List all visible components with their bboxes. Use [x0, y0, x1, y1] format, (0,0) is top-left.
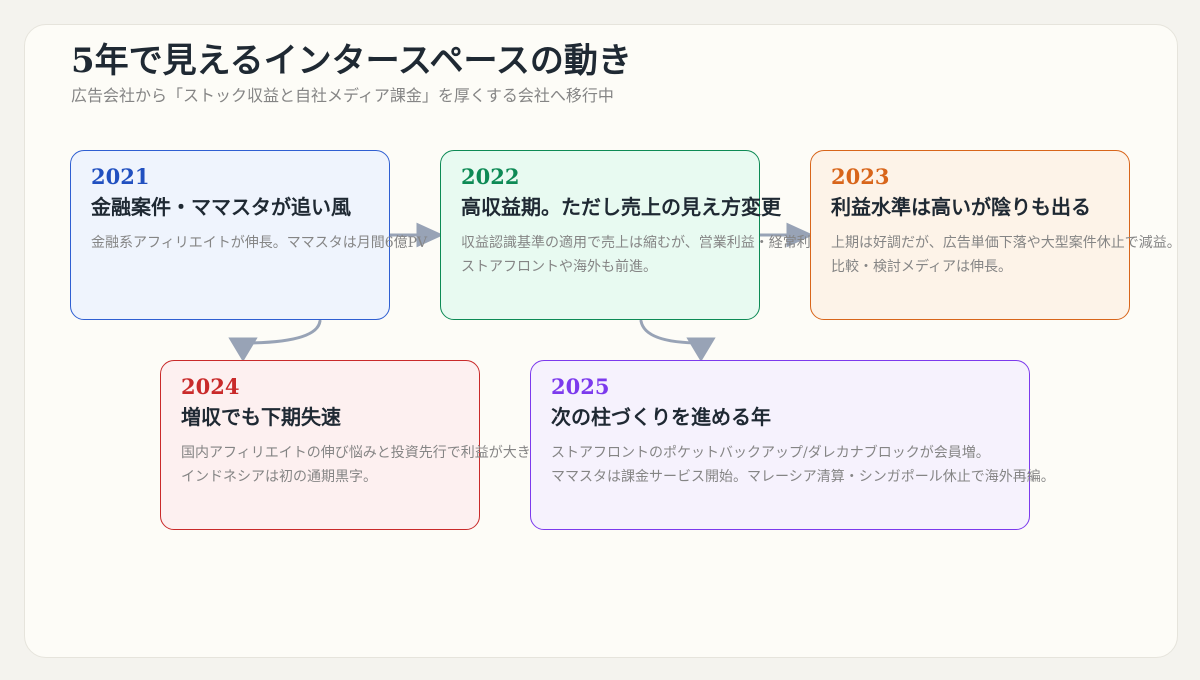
timeline-card-2025: 2025 次の柱づくりを進める年 ストアフロントのポケットバックアップ/ダレカナ… [530, 360, 1055, 530]
timeline-card-2024: 2024 増収でも下期失速 国内アフィリエイトの伸び悩みと投資先行で利益が大きく… [160, 360, 587, 530]
card-description: 収益認識基準の適用で売上は縮むが、営業利益・経常利益は高水準。 ストアフロントや… [461, 231, 895, 279]
flow-arrows [228, 222, 814, 362]
card-year: 2024 [181, 374, 240, 399]
arrowhead-2022-to-2025 [686, 337, 716, 362]
card-description-line: ストアフロントのポケットバックアップ/ダレカナブロックが会員増。 [551, 445, 990, 461]
card-description-line: 比較・検討メディアは伸長。 [831, 259, 1013, 275]
card-headline: 増収でも下期失速 [181, 405, 341, 429]
card-year: 2021 [91, 164, 150, 189]
card-description-line: インドネシアは初の通期黒字。 [181, 469, 377, 485]
card-description-line: 国内アフィリエイトの伸び悩みと投資先行で利益が大きく減少。 [181, 445, 587, 461]
card-description-line: 収益認識基準の適用で売上は縮むが、営業利益・経常利益は高水準。 [461, 235, 895, 251]
card-headline: 次の柱づくりを進める年 [551, 405, 771, 429]
card-headline: 金融案件・ママスタが追い風 [91, 195, 351, 219]
timeline-canvas: 5年で見えるインタースペースの動き 広告会社から「ストック収益と自社メディア課金… [24, 24, 1178, 658]
card-description-line: ストアフロントや海外も前進。 [461, 259, 657, 275]
arrowhead-2022-to-2023 [786, 222, 814, 248]
arrow-2021-to-2024 [241, 319, 322, 345]
card-year: 2023 [831, 164, 890, 189]
card-description-line: 金融系アフィリエイトが伸長。ママスタは月間6億PV [91, 235, 428, 251]
timeline-card-2023: 2023 利益水準は高いが陰りも出る 上期は好調だが、広告単価下落や大型案件休止… [810, 150, 1178, 320]
card-description: ストアフロントのポケットバックアップ/ダレカナブロックが会員増。 ママスタは課金… [551, 441, 1055, 489]
card-year: 2025 [551, 374, 610, 399]
arrowhead-2021-to-2024 [228, 337, 258, 362]
card-description-line: ママスタは課金サービス開始。マレーシア清算・シンガポール休止で海外再編。 [551, 469, 1055, 485]
card-headline: 利益水準は高いが陰りも出る [831, 195, 1091, 219]
page-title: 5年で見えるインタースペースの動き [71, 41, 632, 81]
card-description: 国内アフィリエイトの伸び悩みと投資先行で利益が大きく減少。 インドネシアは初の通… [181, 441, 587, 489]
card-year: 2022 [461, 164, 520, 189]
card-description: 金融系アフィリエイトが伸長。ママスタは月間6億PV [91, 231, 428, 255]
card-headline: 高収益期。ただし売上の見え方変更 [461, 195, 781, 219]
arrowhead-2021-to-2022 [416, 222, 444, 248]
card-description-line: 上期は好調だが、広告単価下落や大型案件休止で減益。 [831, 235, 1178, 251]
page-subtitle: 広告会社から「ストック収益と自社メディア課金」を厚くする会社へ移行中 [71, 86, 614, 105]
card-description: 上期は好調だが、広告単価下落や大型案件休止で減益。 比較・検討メディアは伸長。 [831, 231, 1178, 279]
timeline-card-2022: 2022 高収益期。ただし売上の見え方変更 収益認識基準の適用で売上は縮むが、営… [440, 150, 895, 320]
timeline-card-2021: 2021 金融案件・ママスタが追い風 金融系アフィリエイトが伸長。ママスタは月間… [70, 150, 428, 320]
